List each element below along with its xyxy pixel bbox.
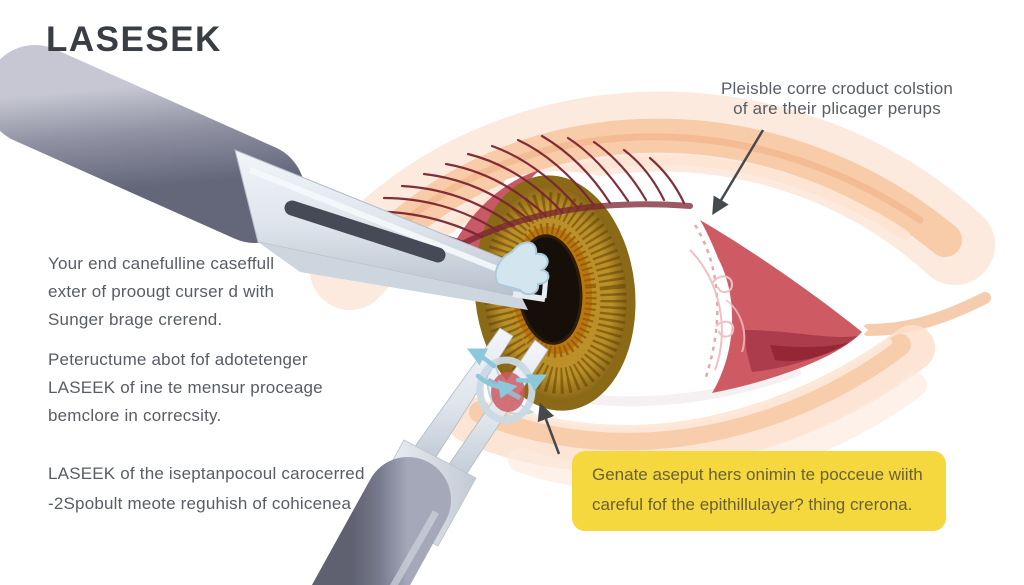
annotation-line: Peteructume abot fof adotetenger (48, 350, 308, 369)
annotation-left-1: Your end canefulline caseffull exter of … (48, 250, 274, 334)
arrow-to-eyelid-icon (712, 129, 765, 216)
upper-surgical-instrument (0, 45, 550, 310)
annotation-line: bemclore in correcsity. (48, 406, 222, 425)
canthus-tissue (689, 220, 862, 393)
epithelium-on-tip (494, 241, 550, 296)
page-title: LASESEK (46, 20, 222, 59)
annotation-line: of are their plicager perups (733, 99, 941, 118)
note-line: careful fof the epithillulayer? thing cr… (592, 495, 913, 514)
flow-arrow-right-icon (475, 373, 518, 399)
flow-arrows (466, 348, 548, 399)
arrow-to-flap-icon (537, 402, 561, 455)
annotation-line: LASEEK of ine te mensur proceage (48, 378, 323, 397)
flow-arrow-out-icon (515, 374, 548, 392)
annotation-left-3: LASEEK of the iseptanpocoul carocerred -… (48, 459, 365, 519)
annotation-line: Pleisble corre croduct colstion (720, 79, 954, 98)
annotation-line: Sunger brage crerend. (48, 310, 223, 329)
flow-arrow-up-left-icon (466, 348, 497, 369)
annotation-line: -2Spobult meote reguhish of cohicenea (48, 494, 352, 513)
annotation-line: Your end canefulline caseffull (48, 254, 275, 273)
annotation-left-2: Peteructume abot fof adotetenger LASEEK … (48, 346, 323, 430)
annotation-arrows (537, 129, 765, 455)
annotation-line: exter of proougt curser d with (48, 282, 275, 301)
note-line: Genate aseput hers onimin te pocceue wii… (592, 465, 923, 484)
procedure-note-box: Genate aseput hers onimin te pocceue wii… (572, 451, 946, 531)
annotation-line: LASEEK of the iseptanpocoul carocerred (48, 464, 365, 483)
annotation-top-right: Pleisble corre croduct colstion of are t… (716, 79, 958, 119)
